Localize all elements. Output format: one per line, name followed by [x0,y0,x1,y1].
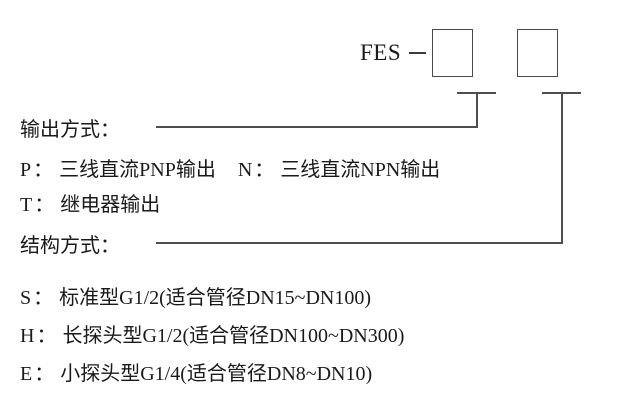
structure-option-h: H：长探头型G1/2(适合管径DN100~DN300) [20,319,404,348]
structure-type-group-label: 结构方式： [20,235,120,257]
structure-leader-vertical [561,92,563,244]
option-sep-t: ： [34,194,55,216]
structure-option-e: E：小探头型G1/4(适合管径DN8~DN10) [20,357,372,386]
option-key-p: P [20,159,32,181]
output-method-code-box[interactable] [432,29,474,77]
option-sep-n: ： [254,159,275,181]
option-text-t: 继电器输出 [60,194,161,216]
option-key-e: E [20,363,33,385]
option-sep-h: ： [36,325,57,347]
model-code-prefix: FES [360,40,402,65]
output-leader-horizontal [156,126,478,128]
option-key-s: S [20,287,32,309]
option-key-h: H [20,325,35,347]
output-method-group-label: 输出方式： [20,119,120,141]
structure-option-s: S：标准型G1/2(适合管径DN15~DN100) [20,281,371,310]
structure-leader-horizontal [156,242,563,244]
structure-type-code-box[interactable] [517,29,559,77]
model-code-header: FES [360,28,559,78]
model-code-dash-icon [409,52,427,54]
output-option-t: T：继电器输出 [20,188,160,217]
option-text-h: 长探头型G1/2(适合管径DN100~DN300) [62,325,405,347]
option-sep-p: ： [33,159,54,181]
option-text-s: 标准型G1/2(适合管径DN15~DN100) [59,287,372,309]
option-key-t: T [20,194,33,216]
option-sep-e: ： [34,363,55,385]
option-text-e: 小探头型G1/4(适合管径DN8~DN10) [60,363,373,385]
option-sep-s: ： [33,287,54,309]
option-text-n: 三线直流NPN输出 [280,159,441,181]
option-text-p: 三线直流PNP输出 [59,159,216,181]
option-key-n: N [237,159,253,181]
output-leader-vertical [476,92,478,128]
